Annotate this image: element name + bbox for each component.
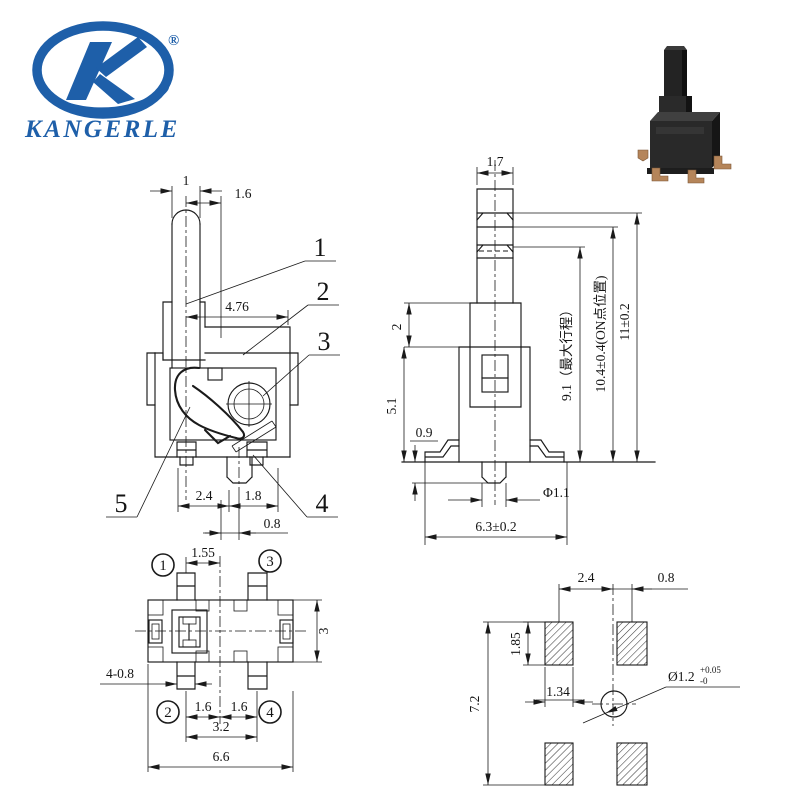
dim-side-base-width: 6.3±0.2	[475, 519, 516, 534]
front-view: 1 1.6 4.76 2.4 1.8 0.8 1 2 3 4 5	[106, 173, 340, 540]
product-photo	[637, 46, 732, 184]
dim-pcb-hole-tol-plus: +0.05	[700, 665, 721, 675]
callout-5: 5	[115, 489, 128, 518]
bottom-view: 1 3 2 4 1.55 3 4-0.8 1.6 1.6 3.2 6.6	[100, 545, 331, 772]
callout-1: 1	[314, 233, 327, 262]
pad-bottom-right	[616, 742, 648, 786]
dim-pcb-pad-width: 1.34	[546, 684, 570, 699]
dim-side-plunger-width: 1.7	[487, 154, 504, 169]
dim-side-peg-dia: Φ1.1	[543, 485, 570, 500]
dim-front-pitch-right: 1.8	[245, 488, 262, 503]
dim-side-total-height: 11±0.2	[617, 303, 632, 340]
logo-k-icon	[44, 37, 169, 113]
dim-bottom-body-width: 6.6	[213, 749, 230, 764]
dim-side-on-point: 10.4±0.4(ON点位置)	[593, 276, 608, 393]
dim-side-body-height: 5.1	[384, 398, 399, 415]
callout-2: 2	[317, 277, 330, 306]
switch-pins	[637, 149, 732, 184]
pad-top-left	[544, 621, 574, 666]
dim-bottom-pin-span: 3.2	[213, 719, 230, 734]
pin-1-badge: 1	[159, 558, 167, 574]
dim-bottom-pitch-right: 1.6	[231, 699, 248, 714]
pad-top-right	[616, 621, 648, 666]
pin-3-badge: 3	[266, 554, 274, 570]
brand-name: KANGERLE	[24, 116, 180, 143]
logo-ellipse-icon	[32, 21, 174, 119]
dim-front-tip-offset: 1.6	[235, 186, 252, 201]
dim-front-plunger-width: 1	[183, 173, 190, 188]
callout-4: 4	[316, 489, 329, 518]
dim-side-standoff: 0.9	[416, 425, 433, 440]
dim-pcb-pad-to-center: 2.4	[578, 570, 595, 585]
dim-bottom-body-depth: 3	[316, 627, 331, 634]
pcb-land-pattern: 2.4 0.8 1.85 1.34 7.2 Ø1.2 +0.05 -0	[467, 570, 740, 786]
dim-front-pitch-left: 2.4	[196, 488, 213, 503]
brand-logo: ® KANGERLE	[24, 21, 180, 143]
dim-pcb-pattern-height: 7.2	[467, 696, 482, 713]
side-view: 1.7 2 5.1 0.9 Φ1.1 6.3±0.2	[384, 154, 656, 545]
dim-bottom-pitch-left: 1.6	[195, 699, 212, 714]
pin-4-badge: 4	[266, 705, 274, 721]
pad-bottom-left	[544, 742, 574, 786]
dim-front-peg-offset: 0.8	[264, 516, 281, 531]
dim-side-shoulder-height: 2	[389, 324, 404, 331]
dim-pcb-pad-height: 1.85	[508, 632, 523, 656]
dim-pcb-hole-dia: Ø1.2	[668, 669, 695, 684]
registered-mark: ®	[168, 33, 179, 49]
pin-2-badge: 2	[164, 705, 172, 721]
dim-front-shoulder-width: 4.76	[225, 299, 249, 314]
dim-pcb-hole-tol-minus: -0	[700, 676, 708, 686]
dim-bottom-pin-to-center: 1.55	[191, 545, 215, 560]
callout-3: 3	[318, 327, 331, 356]
dim-pcb-center-to-pad: 0.8	[658, 570, 675, 585]
dim-bottom-pin-width: 4-0.8	[106, 666, 134, 681]
dim-side-travel: 9.1（最大行程）	[559, 303, 574, 401]
